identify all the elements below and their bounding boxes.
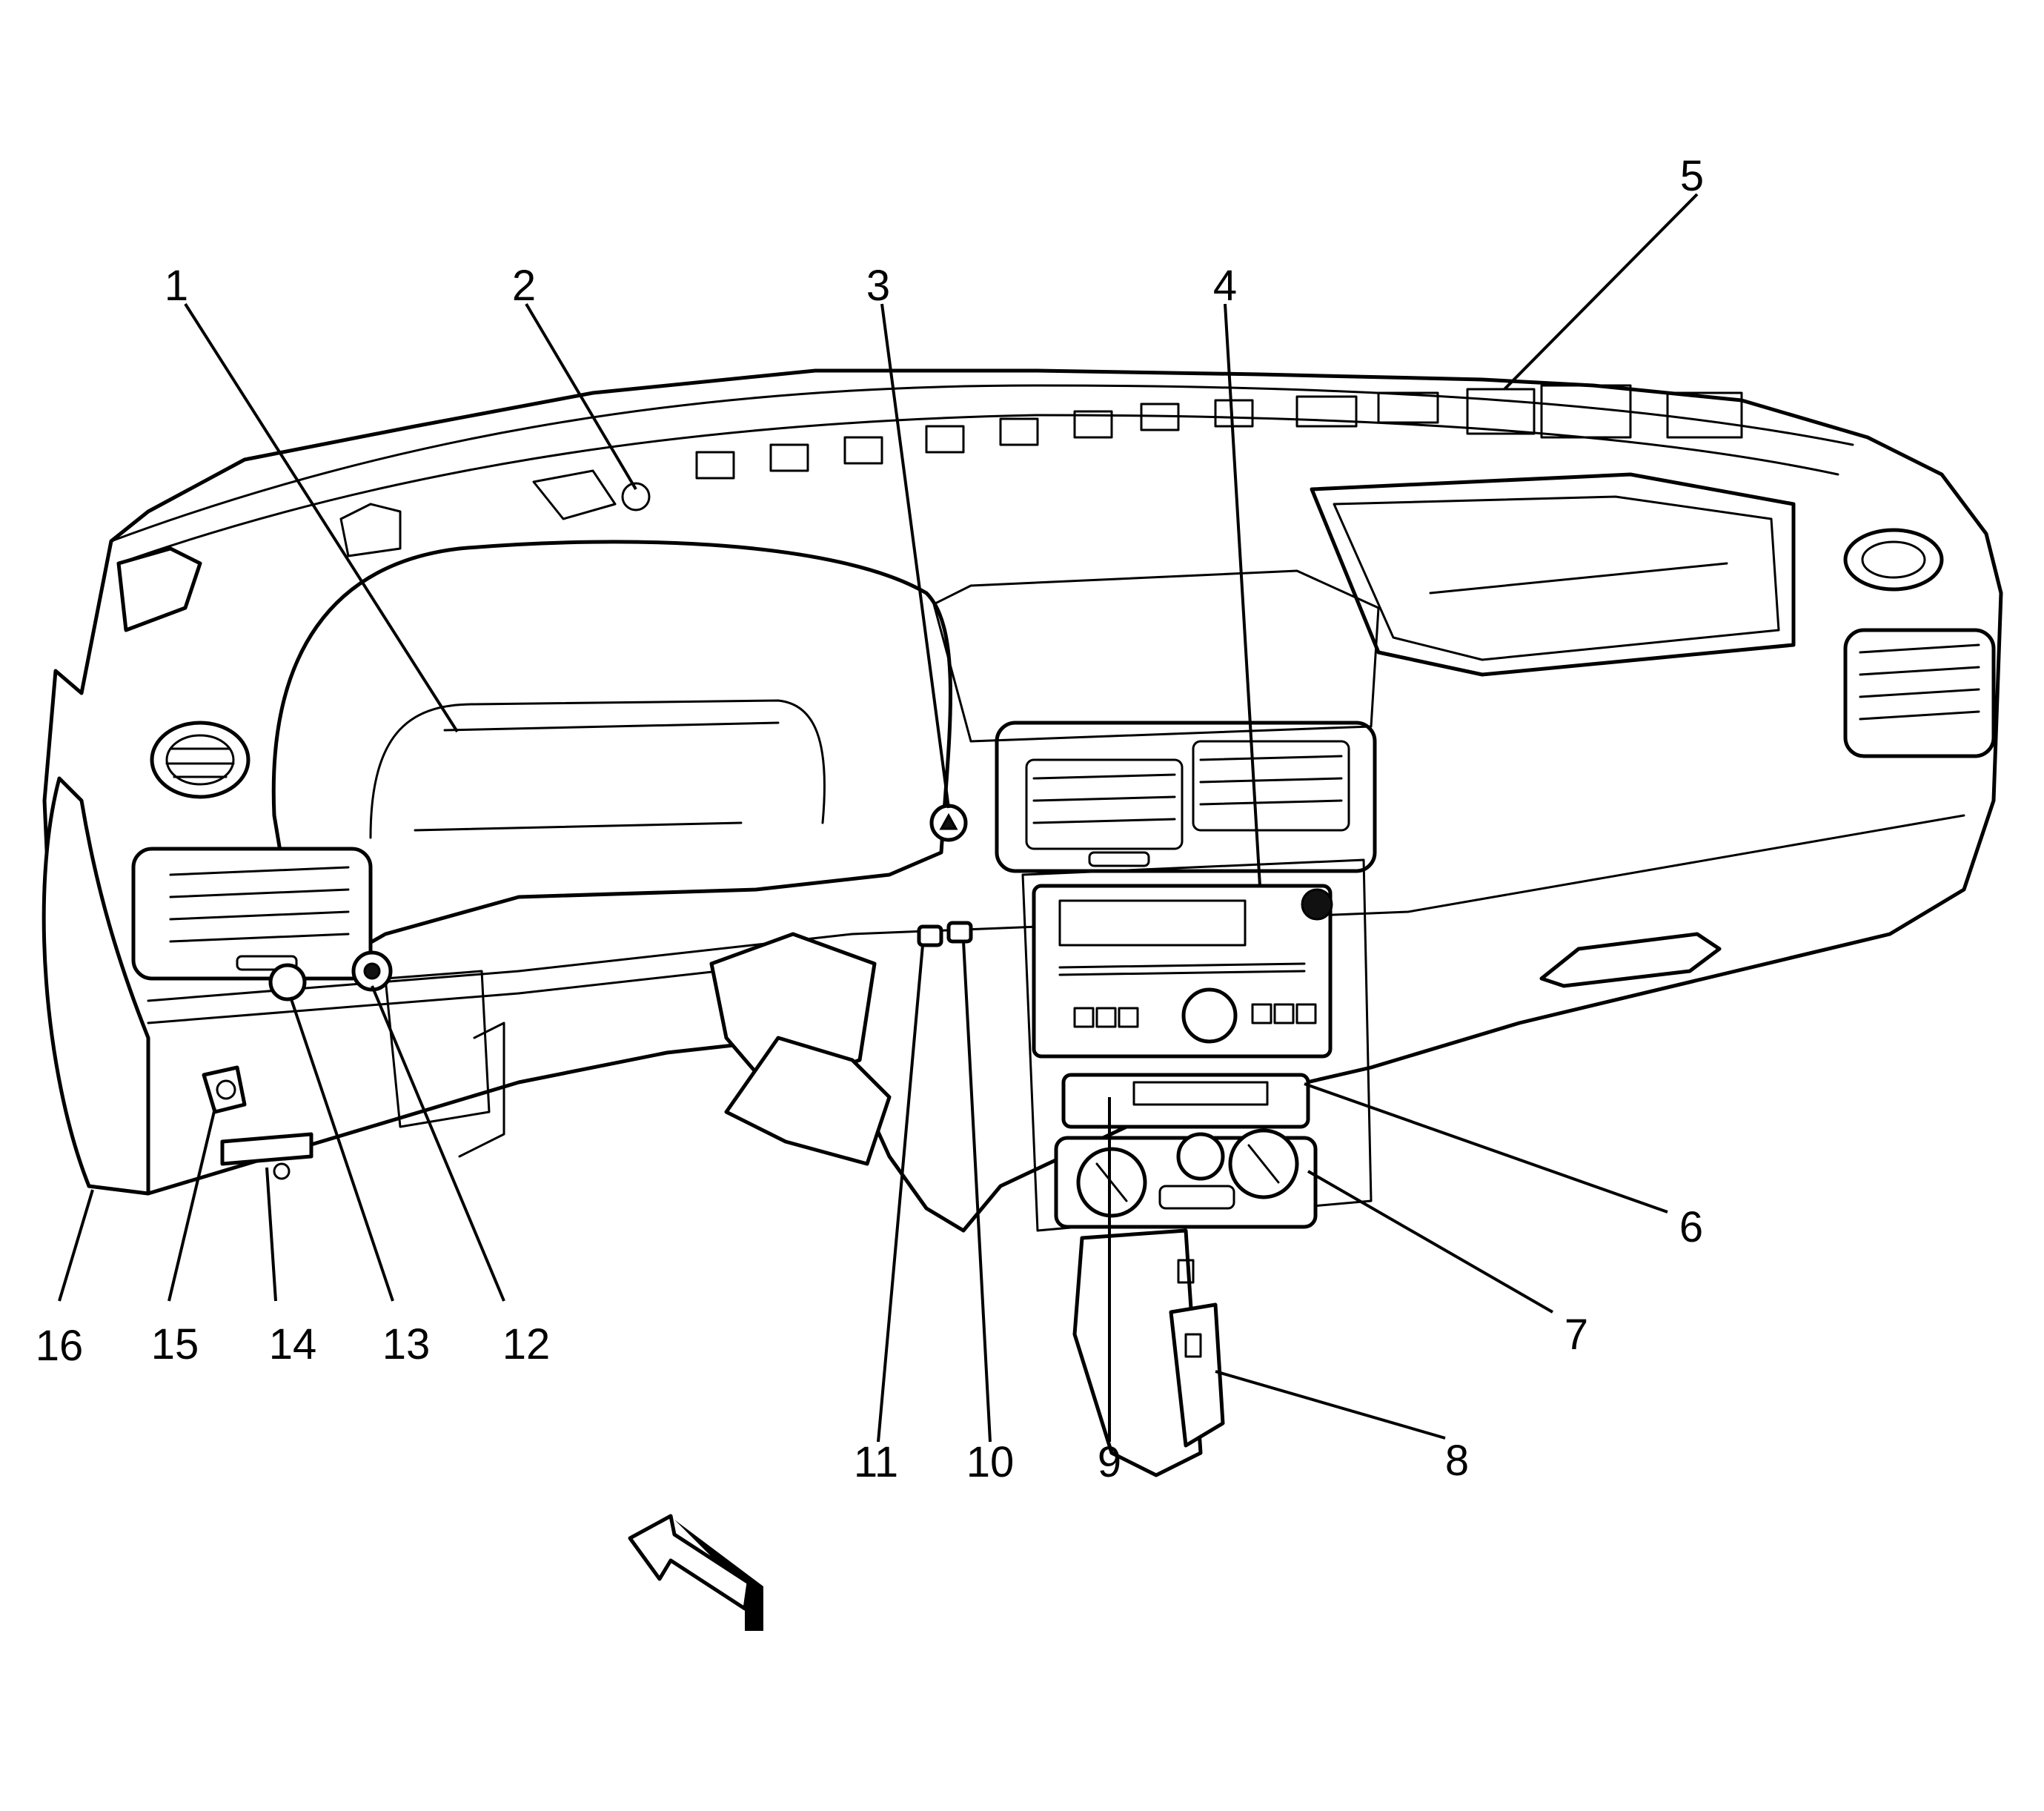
instrument-panel-upper-retainers	[116, 384, 1743, 632]
callout-2: 2	[512, 262, 536, 310]
callout-6: 6	[1679, 1203, 1703, 1251]
instrument-cluster-trim-plate	[271, 540, 952, 966]
callout-10: 10	[966, 1438, 1015, 1486]
instrument-panel-end-cap	[42, 776, 150, 1196]
callout-labels: 1 2 3 4 5 6 7 8 9 10 11 12 13 14 15 16	[36, 152, 1704, 1486]
callout-12: 12	[502, 1320, 551, 1368]
callout-9: 9	[1098, 1438, 1121, 1486]
accessory-trim-plate	[1021, 858, 1373, 1232]
hvac-control-assembly	[1054, 1128, 1318, 1229]
left-side-window-defogger-outlet	[150, 721, 250, 799]
callout-14: 14	[269, 1320, 317, 1368]
center-upper-trim-panel	[932, 569, 1380, 743]
left-air-outlet	[131, 847, 373, 981]
fuse-block-bracket	[220, 1132, 313, 1180]
fuel-door-release-switch	[917, 921, 973, 947]
passenger-airbag-opening	[1310, 472, 1796, 677]
data-link-connector	[202, 1065, 247, 1114]
callout-11: 11	[854, 1438, 898, 1486]
radio	[1032, 884, 1333, 1059]
headlamp-switch	[268, 963, 307, 1001]
knee-bolster-bracket	[709, 932, 892, 1166]
callout-7: 7	[1564, 1311, 1588, 1359]
instrument-panel-storage-compartment	[1061, 1073, 1310, 1129]
hazard-switch	[929, 804, 968, 842]
right-air-outlet	[1843, 528, 1996, 758]
callout-13: 13	[382, 1320, 431, 1368]
callout-5: 5	[1680, 152, 1704, 200]
center-support-bracket	[1072, 1228, 1225, 1477]
callout-15: 15	[151, 1320, 199, 1368]
callout-4: 4	[1213, 262, 1237, 310]
steering-column-opening	[384, 970, 505, 1158]
leader-lines	[58, 193, 1699, 1443]
callout-8: 8	[1445, 1437, 1469, 1485]
callout-16: 16	[36, 1322, 84, 1370]
front-of-vehicle-arrow-icon	[628, 1514, 763, 1631]
center-air-outlets	[995, 721, 1377, 873]
dimmer-switch	[351, 950, 393, 992]
glove-box-handle	[1539, 932, 1722, 988]
callout-3: 3	[866, 262, 890, 310]
callout-1: 1	[165, 262, 188, 310]
